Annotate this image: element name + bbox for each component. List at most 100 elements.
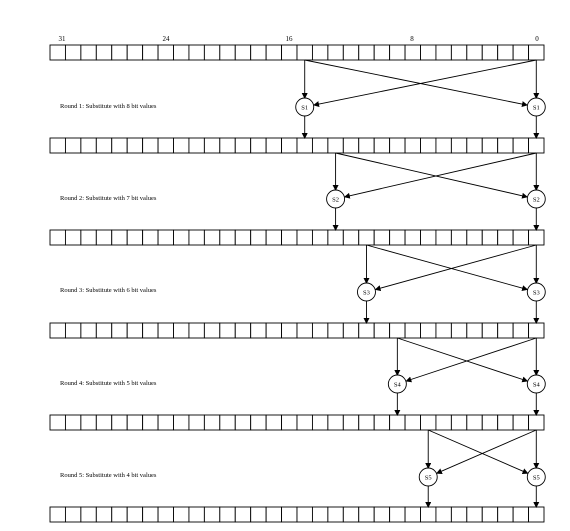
substitution-box-s1: S1 <box>526 97 546 117</box>
bit-cell <box>481 414 499 431</box>
substitution-box-circle <box>526 467 546 487</box>
bit-cell <box>327 229 344 246</box>
bit-cell <box>481 506 499 523</box>
bit-cell <box>173 44 190 61</box>
substitution-box-label: S2 <box>332 196 339 203</box>
bit-cell <box>203 44 221 61</box>
bit-cell <box>481 137 499 154</box>
bit-cell <box>250 506 267 523</box>
bit-cell <box>435 44 452 61</box>
bit-cell <box>450 506 468 523</box>
arrow-cross-left <box>313 59 537 108</box>
bit-cell <box>466 229 483 246</box>
bit-cell <box>157 44 174 61</box>
bit-cell <box>497 506 514 523</box>
bit-cell <box>281 414 298 431</box>
bit-cell <box>111 506 128 523</box>
bit-cell <box>64 322 82 339</box>
round-3-label: Round 3: Substitute with 6 bit values <box>60 287 157 294</box>
arrow-cross-right <box>304 59 528 108</box>
bit-cell <box>219 322 236 339</box>
bit-cell <box>188 44 205 61</box>
arrow-cross-left <box>405 337 537 383</box>
bit-cell <box>281 229 298 246</box>
bit-cell <box>296 44 313 61</box>
bit-cell <box>188 137 205 154</box>
bit-index-ticks: 31 24 16 8 0 <box>59 35 540 43</box>
bit-cell <box>188 322 205 339</box>
bit-cell <box>296 229 313 246</box>
bit-cell <box>219 229 236 246</box>
bit-cell <box>497 414 514 431</box>
bit-cell <box>497 44 514 61</box>
bit-cell <box>173 506 190 523</box>
substitution-box-circle <box>526 97 546 117</box>
bit-cell <box>528 506 545 523</box>
round-1-label: Round 1: Substitute with 8 bit values <box>60 103 157 110</box>
bit-tick-8: 8 <box>410 35 414 43</box>
substitution-box-label: S1 <box>533 104 540 111</box>
bit-cell <box>311 414 329 431</box>
substitution-box-label: S4 <box>394 381 402 388</box>
bit-cell <box>95 137 113 154</box>
bit-cell <box>111 322 128 339</box>
bit-cell <box>126 137 144 154</box>
substitution-box-label: S3 <box>363 289 370 296</box>
bit-cell <box>64 137 82 154</box>
bit-cell <box>528 322 545 339</box>
bit-cell <box>95 229 113 246</box>
bit-cell <box>512 322 530 339</box>
substitution-box-s4: S4 <box>387 374 407 394</box>
bit-cell <box>126 44 144 61</box>
bit-cell <box>203 414 221 431</box>
bit-cell <box>311 506 329 523</box>
bit-cell <box>111 229 128 246</box>
bit-cell <box>157 229 174 246</box>
substitution-box-label: S5 <box>425 474 432 481</box>
bit-cell <box>327 137 344 154</box>
bit-cell <box>358 44 375 61</box>
bit-cell <box>512 229 530 246</box>
bit-cell <box>173 137 190 154</box>
bit-cell <box>466 322 483 339</box>
bit-cell <box>80 229 97 246</box>
bit-cell <box>80 414 97 431</box>
bit-cell <box>327 44 344 61</box>
bit-cell <box>404 322 421 339</box>
substitution-box-s3: S3 <box>526 282 546 302</box>
bit-cell <box>203 506 221 523</box>
bit-cell <box>296 137 313 154</box>
bit-cell <box>358 414 375 431</box>
bit-cell <box>142 322 159 339</box>
bit-cell <box>95 506 113 523</box>
bit-cell <box>142 137 159 154</box>
bit-tick-31: 31 <box>59 35 67 43</box>
bit-cell <box>142 229 159 246</box>
bit-cell <box>389 506 406 523</box>
bit-cell <box>64 506 82 523</box>
bit-cell <box>250 229 267 246</box>
substitution-box-circle <box>418 467 438 487</box>
bit-cell <box>265 229 283 246</box>
bit-cell <box>466 137 483 154</box>
substitution-box-label: S4 <box>533 381 541 388</box>
bit-cell <box>450 137 468 154</box>
bit-cell <box>327 322 344 339</box>
bit-cell <box>528 414 545 431</box>
bit-cell <box>435 414 452 431</box>
bit-cell <box>265 322 283 339</box>
bit-cell <box>389 44 406 61</box>
bit-tick-24: 24 <box>163 35 171 43</box>
substitution-box-s4: S4 <box>526 374 546 394</box>
bit-cell <box>420 322 437 339</box>
bit-cell <box>157 137 174 154</box>
bit-cell <box>404 137 421 154</box>
register-row-3 <box>49 322 545 339</box>
bit-cell <box>420 44 437 61</box>
bit-cell <box>188 506 205 523</box>
bit-cell <box>497 229 514 246</box>
bit-cell <box>373 414 391 431</box>
bit-cell <box>250 322 267 339</box>
bit-cell <box>404 44 421 61</box>
